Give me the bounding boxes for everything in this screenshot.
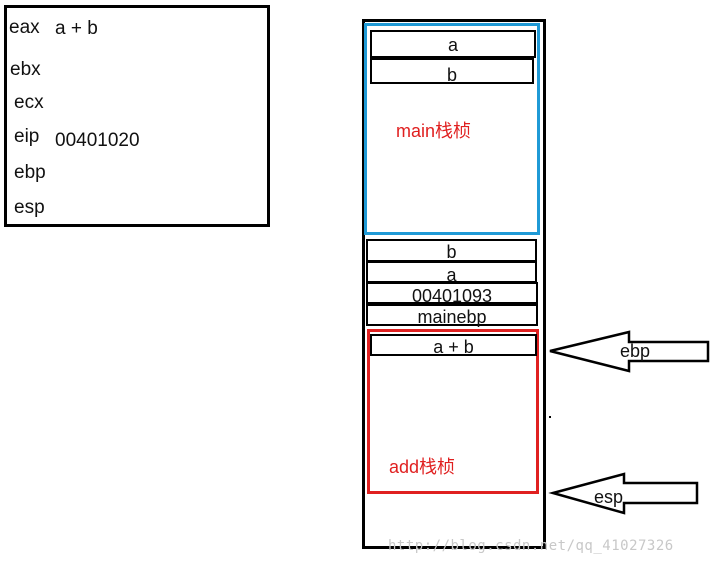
register-name-ecx: ecx [14,92,44,113]
add-slot-result: a + b [370,334,537,357]
ebp-pointer-arrow [549,330,710,373]
register-name-ebx: ebx [10,59,41,80]
slot-return-address: 00401093 [366,282,538,306]
main-stack-frame [364,23,540,235]
register-name-esp: esp [14,197,45,218]
slot-saved-ebp: mainebp [366,304,538,327]
slot-arg-b: b [366,239,537,262]
ebp-pointer-label: ebp [620,341,651,361]
register-name-eax: eax [9,17,40,38]
register-value-eip: 00401020 [55,130,140,151]
register-name-eip: eip [14,126,40,147]
main-slot-b: b [370,58,534,85]
register-name-ebp: ebp [14,162,46,183]
watermark: http://blog.csdn.net/qq_41027326 [388,538,674,554]
main-frame-label: main栈桢 [396,121,472,141]
main-slot-a: a [370,30,536,58]
add-frame-label: add栈桢 [389,457,456,477]
esp-pointer-arrow [548,472,699,515]
stray-dot [549,416,551,418]
slot-arg-a: a [366,261,537,285]
register-panel: eax a + b ebx ecx eip 00401020 ebp esp [4,5,270,227]
add-stack-frame [367,329,539,494]
esp-pointer-label: esp [594,487,624,507]
register-value-eax: a + b [55,18,98,39]
stack-column [362,19,546,549]
